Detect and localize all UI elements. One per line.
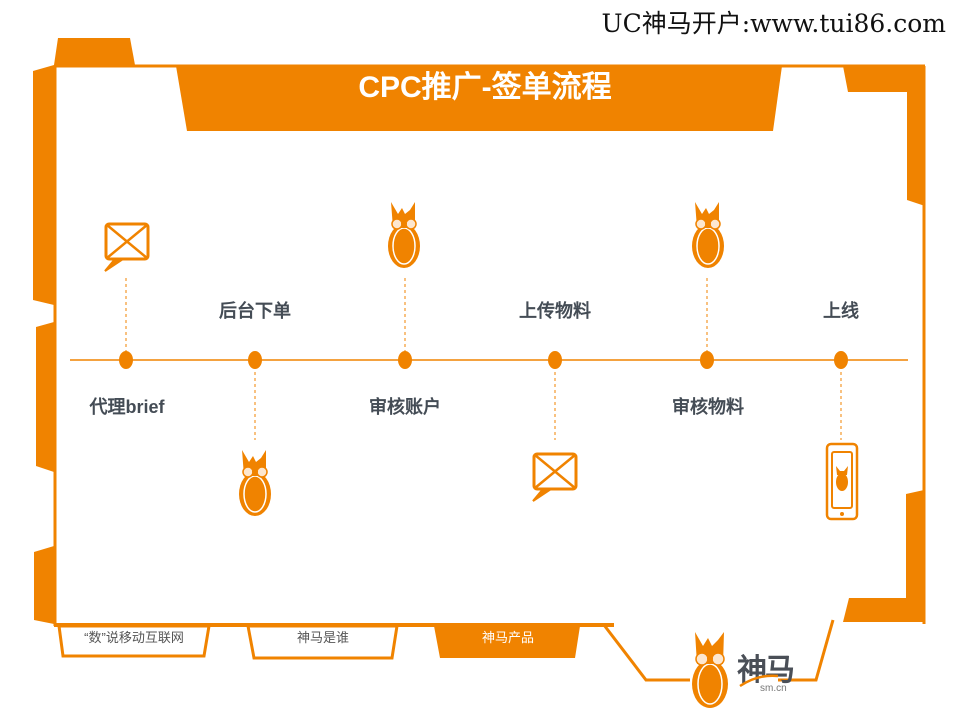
frame-top-left-tab — [54, 38, 135, 65]
shenma-mascot-icon — [239, 450, 271, 516]
title-banner — [176, 66, 782, 131]
step-label-2: 后台下单 — [219, 301, 291, 321]
tab-shenma-products[interactable]: 神马产品 — [481, 630, 534, 645]
tab-mobile-internet-data[interactable]: “数”说移动互联网 — [84, 630, 184, 645]
step-label-3: 审核账户 — [369, 397, 441, 417]
step-label-1: 代理brief — [89, 397, 165, 417]
envelope-chat-icon — [104, 222, 150, 272]
step-label-4: 上传物料 — [519, 301, 591, 321]
frame-bottom-connector-right — [778, 619, 835, 682]
shenma-mascot-icon — [692, 202, 724, 268]
watermark-text: UC神马开户:www.tui86.com — [601, 9, 946, 38]
shenma-mascot-icon — [388, 202, 420, 268]
frame-bottom-right-block — [843, 490, 925, 622]
tab-1-shape — [57, 624, 211, 658]
tab-who-is-shenma[interactable]: 神马是谁 — [296, 630, 349, 645]
frame-bottom-connector — [602, 624, 690, 682]
frame-left-strip-mid — [36, 322, 54, 472]
step-label-5: 审核物料 — [672, 397, 744, 417]
frame-left-strip-bottom — [34, 546, 54, 624]
timeline-node-5 — [700, 351, 714, 369]
tab-2-shape — [246, 624, 399, 660]
timeline-node-6 — [834, 351, 848, 369]
frame-left-strip-top — [33, 65, 54, 305]
shenma-logo-mascot-icon — [692, 632, 728, 708]
step-label-6: 上线 — [823, 301, 859, 321]
timeline-node-4 — [548, 351, 562, 369]
logo-domain: sm.cn — [760, 683, 787, 694]
mobile-phone-icon — [825, 442, 859, 521]
tab-3-shape — [434, 626, 580, 658]
frame-top-right-block — [843, 66, 925, 206]
envelope-chat-icon — [532, 452, 578, 502]
timeline-node-3 — [398, 351, 412, 369]
timeline-node-2 — [248, 351, 262, 369]
timeline-node-1 — [119, 351, 133, 369]
page-title: CPC推广-签单流程 — [358, 71, 612, 104]
logo-swoosh-icon — [739, 674, 779, 688]
